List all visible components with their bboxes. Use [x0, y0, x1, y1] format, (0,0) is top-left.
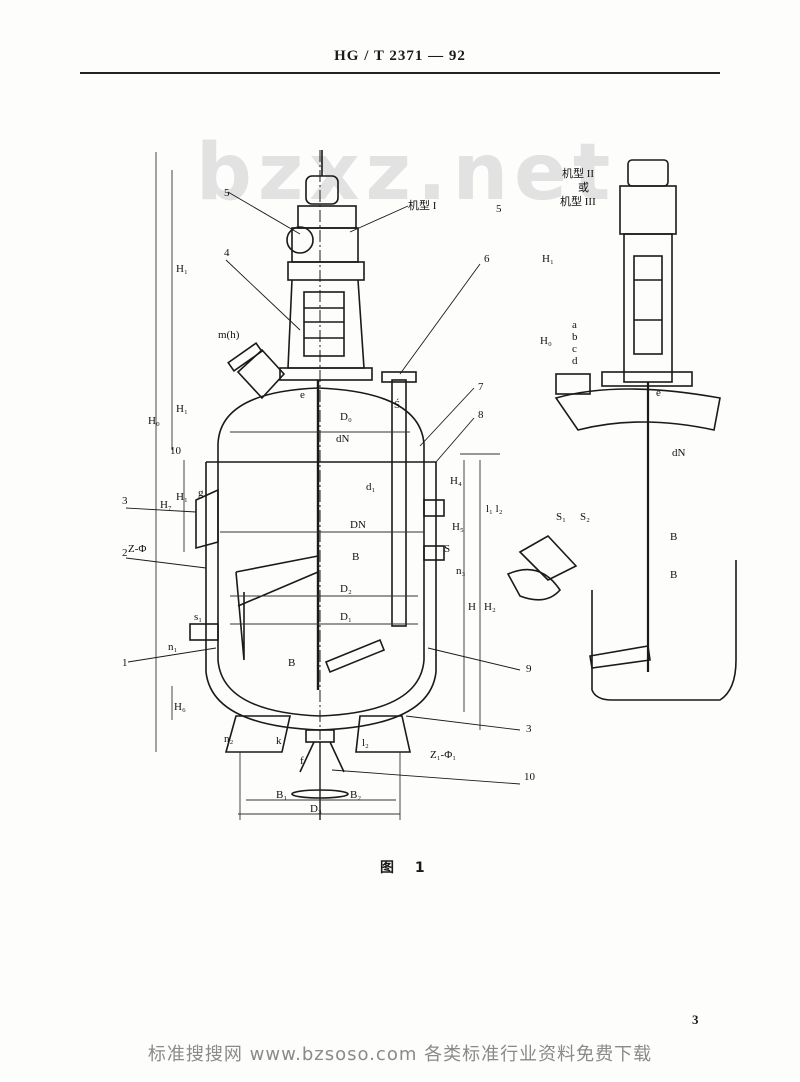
label-B-right-2: B	[670, 569, 677, 581]
label-c: c	[572, 343, 577, 355]
label-n2: n₂	[224, 733, 234, 745]
figure-caption: 图 1	[380, 860, 433, 876]
label-D2: D₂	[340, 583, 352, 595]
anchor-agitator-blade	[324, 638, 386, 674]
label-H7: H₇	[160, 499, 172, 511]
thermowell	[391, 379, 407, 627]
part-label-1: 1	[122, 657, 128, 669]
part-label-2: 2	[122, 547, 128, 559]
label-H1-lower: H₁	[176, 403, 188, 415]
label-B-lower: B	[288, 657, 295, 669]
label-a: a	[572, 319, 577, 331]
label-d: d	[572, 355, 578, 367]
part-label-3-bottom: 3	[526, 723, 532, 735]
side-nozzle-left	[189, 623, 219, 641]
label-n1: n₁	[168, 641, 178, 653]
detail-view-right	[506, 159, 737, 701]
label-g: g	[198, 487, 204, 499]
label-b: b	[572, 331, 578, 343]
watermark: bzxz.net	[196, 128, 617, 218]
stand-base	[279, 367, 373, 381]
label-H0: H₀	[148, 415, 160, 427]
coupling-window	[303, 291, 345, 357]
vessel-top-head	[217, 387, 425, 445]
label-H1: H₁	[176, 263, 188, 275]
label-D3: D₃	[310, 803, 322, 815]
label-dN: dN	[336, 433, 350, 445]
top-motor	[305, 175, 339, 205]
side-motor	[286, 226, 314, 254]
label-B2: B₂	[350, 789, 361, 801]
label-S-accent: Ś	[394, 399, 400, 411]
label-z-phi: Z-Φ	[128, 543, 146, 555]
label-S2: S₂	[580, 511, 590, 523]
label-B-right-1: B	[670, 531, 677, 543]
label-n3: n₃	[456, 565, 466, 577]
drive-flange	[287, 261, 365, 281]
valve-handwheel	[291, 789, 349, 799]
manhole-nozzle	[236, 348, 286, 400]
label-e: e	[300, 389, 305, 401]
label-H5: H₅	[452, 521, 464, 533]
label-model-I: 机型 I	[408, 198, 437, 212]
reducer-flange	[297, 205, 357, 229]
side-nozzle-right-lower	[423, 545, 445, 561]
label-B-upper: B	[352, 551, 359, 563]
label-H2: H₂	[484, 601, 496, 613]
label-dN-right: dN	[672, 447, 686, 459]
footer-watermark: 标准搜搜网 www.bzsoso.com 各类标准行业资料免费下载	[147, 1044, 653, 1065]
label-m-h: m(h)	[218, 329, 240, 341]
label-l1-l2: l₁ l₂	[486, 503, 503, 515]
label-l2: l₂	[362, 737, 369, 749]
gearbox	[291, 227, 359, 263]
part-label-3-top: 3	[122, 495, 128, 507]
label-S: S	[444, 543, 450, 555]
label-DN: DN	[350, 519, 366, 531]
label-f: f	[300, 755, 304, 767]
thermowell-flange	[381, 371, 417, 383]
label-s1: s₁	[194, 611, 202, 623]
part-label-7: 7	[478, 381, 484, 393]
standard-code: HG / T 2371 — 92	[334, 48, 466, 64]
label-D1: D₁	[340, 611, 352, 623]
part-label-8: 8	[478, 409, 484, 421]
label-B1: B₁	[276, 789, 287, 801]
drive-stand	[287, 279, 365, 369]
label-d1: d₁	[366, 481, 376, 493]
part-label-10: 10	[524, 771, 536, 783]
vessel-bottom-head	[217, 659, 425, 717]
label-H: H	[468, 601, 476, 613]
label-z1-phi1: Z₁-Φ₁	[430, 749, 456, 761]
label-H4: H₄	[450, 475, 462, 487]
part-label-4: 4	[224, 247, 230, 259]
label-model-III: 机型 III	[560, 194, 596, 208]
side-nozzle-right-upper	[423, 499, 445, 517]
part-label-5: 5	[224, 187, 230, 199]
label-e-right: e	[656, 387, 661, 399]
label-H1-side: H₁	[176, 491, 188, 503]
label-H6: H₆	[174, 701, 186, 713]
label-H1-right: H₁	[542, 253, 554, 265]
header-rule	[80, 72, 720, 74]
label-S1: S₁	[556, 511, 566, 523]
label-k: k	[276, 735, 282, 747]
anchor-agitator-left	[235, 555, 319, 661]
label-or: 或	[578, 181, 589, 194]
part-label-6: 6	[484, 253, 490, 265]
part-label-5-right: 5	[496, 203, 502, 215]
label-H0-right: H₀	[540, 335, 552, 347]
bottom-valve	[299, 741, 345, 773]
part-label-9: 9	[526, 663, 532, 675]
page-number: 3	[692, 1012, 699, 1027]
label-10: 10	[170, 445, 182, 457]
support-lug-left	[195, 488, 219, 550]
label-D0: D₀	[340, 411, 352, 423]
support-leg-right	[355, 715, 411, 753]
label-model-II: 机型 II	[562, 166, 594, 180]
support-leg-left	[224, 715, 291, 753]
